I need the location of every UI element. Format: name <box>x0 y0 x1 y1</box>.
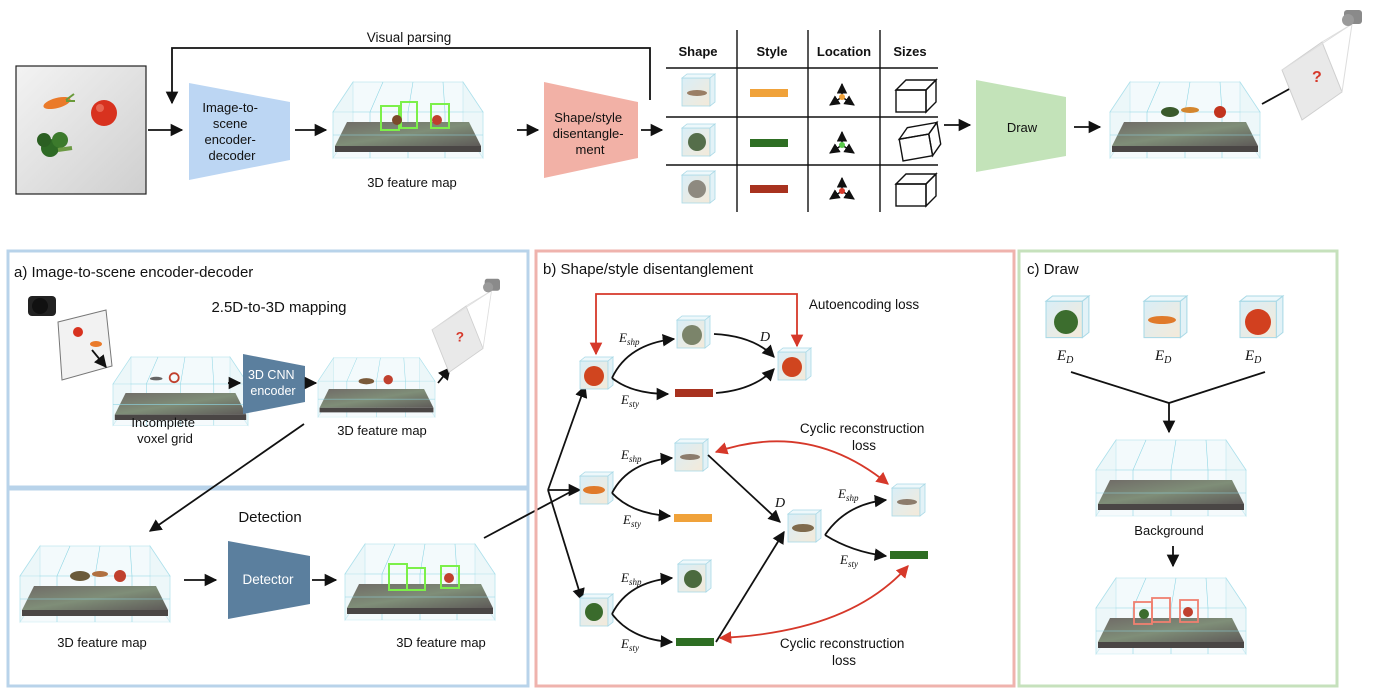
header-location: Location <box>817 44 871 59</box>
incomplete-voxel-grid <box>112 356 249 426</box>
detection-label: Detection <box>238 509 301 526</box>
svg-text:ED: ED <box>1244 348 1262 366</box>
cyclic-bottom-label: Cyclic reconstruction loss <box>780 636 908 668</box>
encoder-decoder-block <box>189 83 290 180</box>
svg-text:?: ? <box>1312 69 1322 86</box>
panel-a-feature-map <box>317 357 436 418</box>
svg-text:Eshp: Eshp <box>620 570 642 587</box>
top-feature-map-label: 3D feature map <box>367 175 457 190</box>
style-bar-orange-b <box>674 514 712 522</box>
cyclic-loss-top-arrow <box>714 440 889 485</box>
drawn-scene <box>1095 577 1247 655</box>
header-sizes: Sizes <box>893 44 926 59</box>
panel-a-feature-map-label: 3D feature map <box>337 423 427 438</box>
svg-text:Eshp: Eshp <box>618 330 640 347</box>
svg-text:Esty: Esty <box>839 552 858 569</box>
top-pipeline: Visual parsing Image-to- scene encoder- … <box>15 9 1363 212</box>
draw-label: Draw <box>1007 120 1038 135</box>
detection-left-label: 3D feature map <box>57 635 147 650</box>
incomplete-label: Incomplete voxel grid <box>131 415 198 446</box>
top-camera-view: ? <box>1281 9 1363 121</box>
encoder-label: Image-to- scene encoder- decoder <box>202 100 261 163</box>
svg-text:Esty: Esty <box>620 392 639 409</box>
detection-right-label: 3D feature map <box>396 635 486 650</box>
input-photo <box>15 65 147 195</box>
style-bar-green <box>750 139 788 147</box>
cyclic-top-label: Cyclic reconstruction loss <box>800 421 928 453</box>
svg-text:Esty: Esty <box>620 636 639 653</box>
cnn-label: 3D CNN encoder <box>248 368 298 398</box>
disentanglement-block <box>544 82 638 178</box>
camera-input <box>28 296 113 381</box>
header-shape: Shape <box>678 44 717 59</box>
svg-text:?: ? <box>456 330 464 345</box>
visual-parsing-arrow <box>165 47 651 105</box>
background-label: Background <box>1134 523 1203 538</box>
cyclic-loss-bottom-arrow <box>718 565 909 644</box>
style-bar-green-c <box>890 551 928 559</box>
svg-text:Eshp: Eshp <box>837 486 859 503</box>
panel-a-title: a) Image-to-scene encoder-decoder <box>14 264 253 281</box>
detection-input-map <box>19 545 171 623</box>
visual-parsing-label: Visual parsing <box>367 30 452 45</box>
panel-b: b) Shape/style disentanglement Autoencod… <box>534 249 1016 688</box>
disent-label: Shape/style disentangle- ment <box>553 110 627 157</box>
parse-table: Shape Style Location Sizes <box>666 30 944 212</box>
autoencoding-loss-arrow <box>589 293 804 356</box>
detector-block <box>228 541 310 619</box>
panel-c: c) Draw ED ED ED Background <box>1017 249 1339 688</box>
background-scene <box>1095 439 1247 517</box>
panel-a: a) Image-to-scene encoder-decoder 2.5D-t… <box>6 249 575 688</box>
panel-a-camera-view: ? <box>431 278 501 373</box>
style-bar-red-b <box>675 389 713 397</box>
svg-text:D: D <box>774 496 785 511</box>
header-style: Style <box>756 44 787 59</box>
panel-b-title: b) Shape/style disentanglement <box>543 261 754 278</box>
svg-text:ED: ED <box>1056 348 1074 366</box>
svg-text:D: D <box>759 330 770 345</box>
draw-block <box>976 80 1066 172</box>
cnn-encoder-block <box>243 354 305 414</box>
top-feature-map <box>332 81 484 159</box>
style-bar-green-b <box>676 638 714 646</box>
style-bar-orange <box>750 89 788 97</box>
panel-c-title: c) Draw <box>1027 261 1079 278</box>
svg-text:ED: ED <box>1154 348 1172 366</box>
svg-text:Esty: Esty <box>622 512 641 529</box>
mapping-label: 2.5D-to-3D mapping <box>211 299 346 316</box>
autoencoding-label: Autoencoding loss <box>809 297 920 312</box>
style-bar-red <box>750 185 788 193</box>
top-output-scene <box>1109 81 1261 159</box>
detection-output-map <box>344 543 496 621</box>
svg-text:Eshp: Eshp <box>620 447 642 464</box>
detector-label: Detector <box>242 572 294 587</box>
